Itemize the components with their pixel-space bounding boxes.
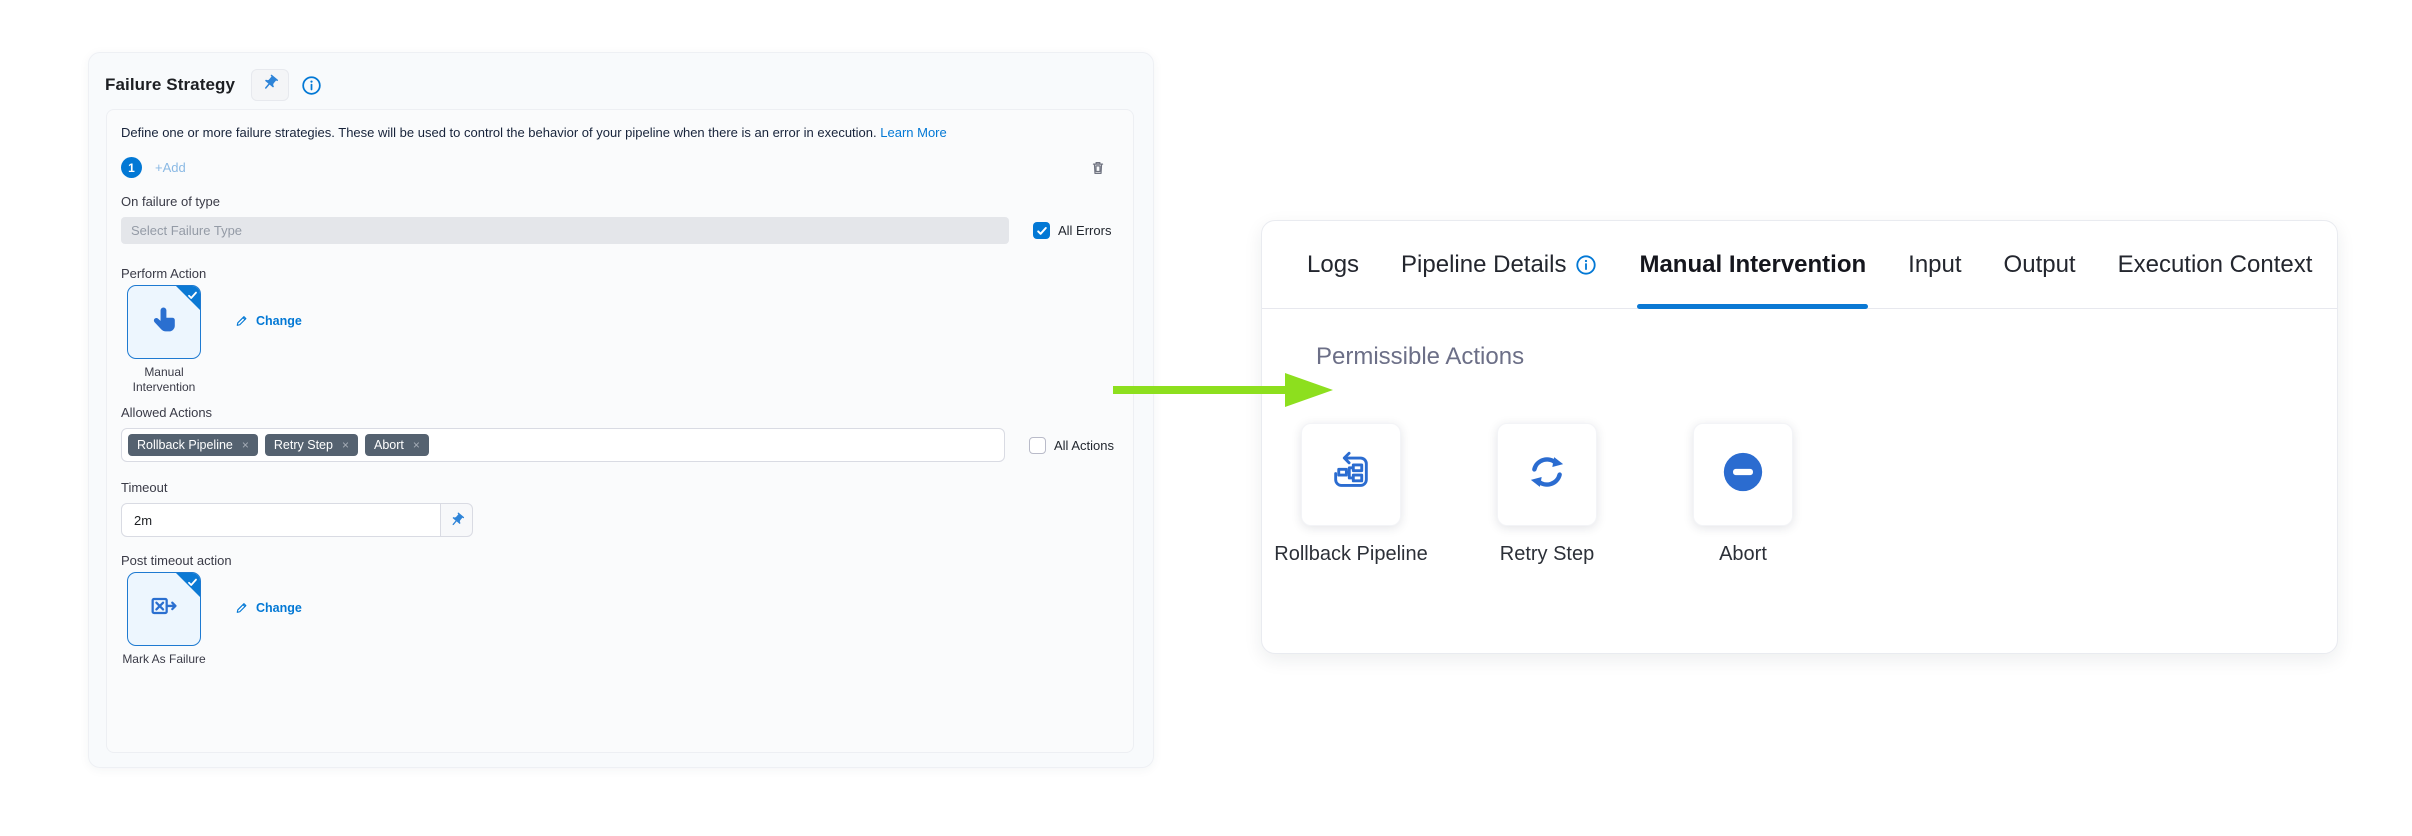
on-failure-of-type-label: On failure of type — [121, 194, 220, 209]
action-label: Abort — [1719, 543, 1767, 565]
all-errors-label: All Errors — [1058, 223, 1112, 238]
pencil-icon — [236, 603, 247, 613]
tag-label: Rollback Pipeline — [137, 438, 233, 452]
tag-retry-step: Retry Step × — [264, 434, 358, 456]
selected-corner — [175, 286, 200, 311]
pencil-icon — [236, 316, 247, 326]
perform-action-label: Perform Action — [121, 266, 207, 281]
tab-pipeline-details[interactable]: Pipeline Details — [1399, 221, 1599, 308]
tab-output[interactable]: Output — [2003, 250, 2076, 278]
change-perform-action-button[interactable]: Change — [235, 313, 302, 328]
learn-more-link[interactable]: Learn More — [880, 125, 947, 140]
selected-check-icon — [187, 575, 198, 593]
abort-action-card[interactable] — [1693, 423, 1793, 526]
tag-remove-icon[interactable]: × — [241, 438, 249, 452]
action-label: Retry Step — [1499, 543, 1595, 565]
timeout-input[interactable] — [121, 503, 441, 537]
permissible-action-rollback: Rollback Pipeline — [1274, 423, 1428, 567]
pin-icon — [452, 512, 464, 526]
change-post-timeout-button[interactable]: Change — [235, 600, 302, 615]
failure-type-select[interactable]: Select Failure Type — [121, 217, 1009, 244]
allowed-actions-input[interactable]: Rollback Pipeline × Retry Step × Abort × — [121, 428, 1005, 462]
delete-strategy-icon[interactable] — [1089, 159, 1107, 177]
pin-icon — [261, 74, 279, 97]
description-text: Define one or more failure strategies. T… — [121, 125, 877, 140]
details-tab-bar: Logs Pipeline Details Manual Interventio… — [1262, 221, 2337, 309]
action-label: Rollback Pipeline — [1274, 543, 1428, 565]
timeout-label: Timeout — [121, 480, 168, 495]
all-errors-checkbox[interactable] — [1033, 222, 1050, 239]
manual-intervention-tab-content: Permissible Actions Rollback Pipeline — [1262, 309, 2337, 567]
tab-manual-intervention[interactable]: Manual Intervention — [1637, 221, 1868, 309]
tag-rollback-pipeline: Rollback Pipeline × — [128, 434, 258, 456]
permissible-action-abort: Abort — [1693, 423, 1793, 567]
permissible-actions-title: Permissible Actions — [1316, 343, 1525, 370]
tag-remove-icon[interactable]: × — [341, 438, 349, 452]
permissible-action-retry: Retry Step — [1497, 423, 1597, 567]
retry-step-action-card[interactable] — [1497, 423, 1597, 526]
change-label: Change — [256, 600, 302, 615]
failure-strategy-panel: Failure Strategy Define one or more fail… — [88, 52, 1154, 768]
strategy-form-card: Define one or more failure strategies. T… — [106, 109, 1134, 753]
tag-abort: Abort × — [364, 434, 429, 456]
tag-remove-icon[interactable]: × — [412, 438, 420, 452]
mark-as-failure-card[interactable] — [127, 572, 201, 646]
tab-execution-context[interactable]: Execution Context — [2117, 250, 2313, 278]
add-strategy-button[interactable]: +Add — [155, 160, 186, 175]
retry-icon — [1525, 450, 1569, 499]
tab-input[interactable]: Input — [1908, 250, 1962, 278]
panel-title: Failure Strategy — [105, 75, 236, 94]
all-actions-checkbox[interactable] — [1029, 436, 1046, 454]
strategy-description: Define one or more failure strategies. T… — [121, 124, 1119, 141]
info-icon[interactable] — [301, 75, 322, 96]
timeout-pin-button[interactable] — [441, 503, 473, 537]
all-actions-label: All Actions — [1054, 437, 1114, 453]
pipeline-details-info-icon[interactable] — [1575, 254, 1597, 276]
post-timeout-selected-label: Mark As Failure — [122, 652, 206, 666]
tab-logs[interactable]: Logs — [1307, 250, 1360, 278]
tab-label: Pipeline Details — [1401, 250, 1567, 278]
selected-check-icon — [187, 288, 198, 306]
abort-icon — [1720, 449, 1766, 500]
mark-as-failure-icon — [148, 591, 180, 628]
selected-corner — [175, 573, 200, 598]
strategy-index-badge[interactable]: 1 — [121, 157, 142, 178]
post-timeout-action-label: Post timeout action — [121, 553, 232, 568]
perform-action-selected-label: Manual Intervention — [132, 365, 196, 394]
tag-label: Abort — [373, 438, 404, 452]
allowed-actions-label: Allowed Actions — [121, 405, 213, 420]
flow-arrow — [1105, 368, 1335, 417]
pin-button[interactable] — [251, 69, 290, 101]
manual-intervention-hand-icon — [148, 304, 180, 341]
tag-label: Retry Step — [273, 438, 333, 452]
step-details-panel: Logs Pipeline Details Manual Interventio… — [1261, 220, 2338, 654]
rollback-pipeline-action-card[interactable] — [1301, 423, 1401, 526]
manual-intervention-card[interactable] — [127, 285, 201, 359]
failure-strategy-header: Failure Strategy — [105, 69, 1135, 101]
rollback-pipeline-icon — [1328, 449, 1374, 500]
change-label: Change — [256, 313, 302, 328]
